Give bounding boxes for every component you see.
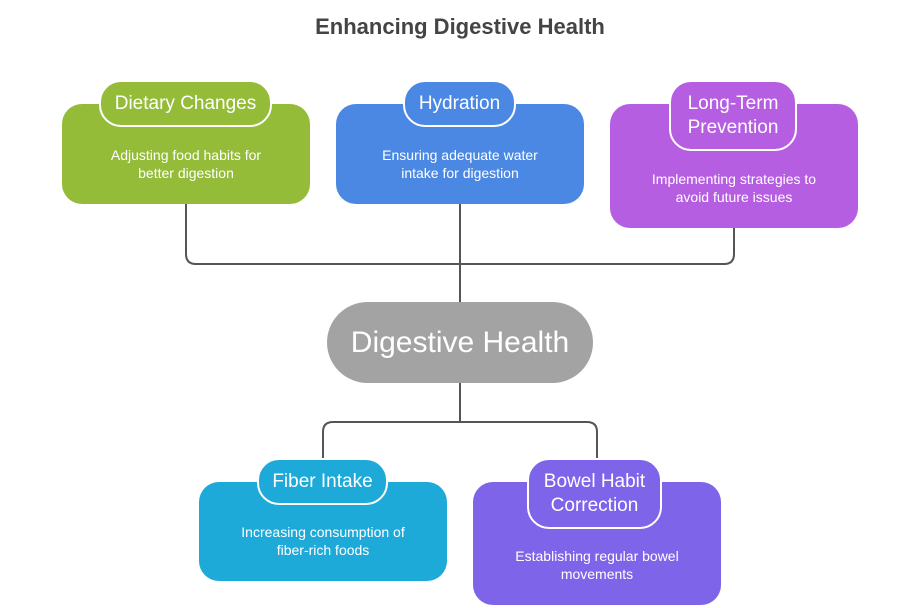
node-desc: Increasing consumption of fiber-rich foo… <box>241 524 405 558</box>
hydration-label: Hydration <box>403 80 516 127</box>
node-desc: Adjusting food habits for better digesti… <box>110 147 262 181</box>
fiber-intake-label: Fiber Intake <box>257 458 388 505</box>
dietary-changes-card: Adjusting food habits for better digesti… <box>62 104 310 204</box>
node-desc: Establishing regular bowel movements <box>515 548 679 582</box>
diagram-title: Enhancing Digestive Health <box>315 14 605 39</box>
dietary-changes-label: Dietary Changes <box>99 80 272 127</box>
node-desc: Implementing strategies to avoid future … <box>651 171 817 205</box>
center-node: Digestive Health <box>327 302 593 383</box>
node-desc: Ensuring adequate water intake for diges… <box>382 147 538 181</box>
bowel-habit-correction-label: Bowel Habit Correction <box>527 458 662 529</box>
long-term-prevention-label: Long-Term Prevention <box>669 80 797 151</box>
